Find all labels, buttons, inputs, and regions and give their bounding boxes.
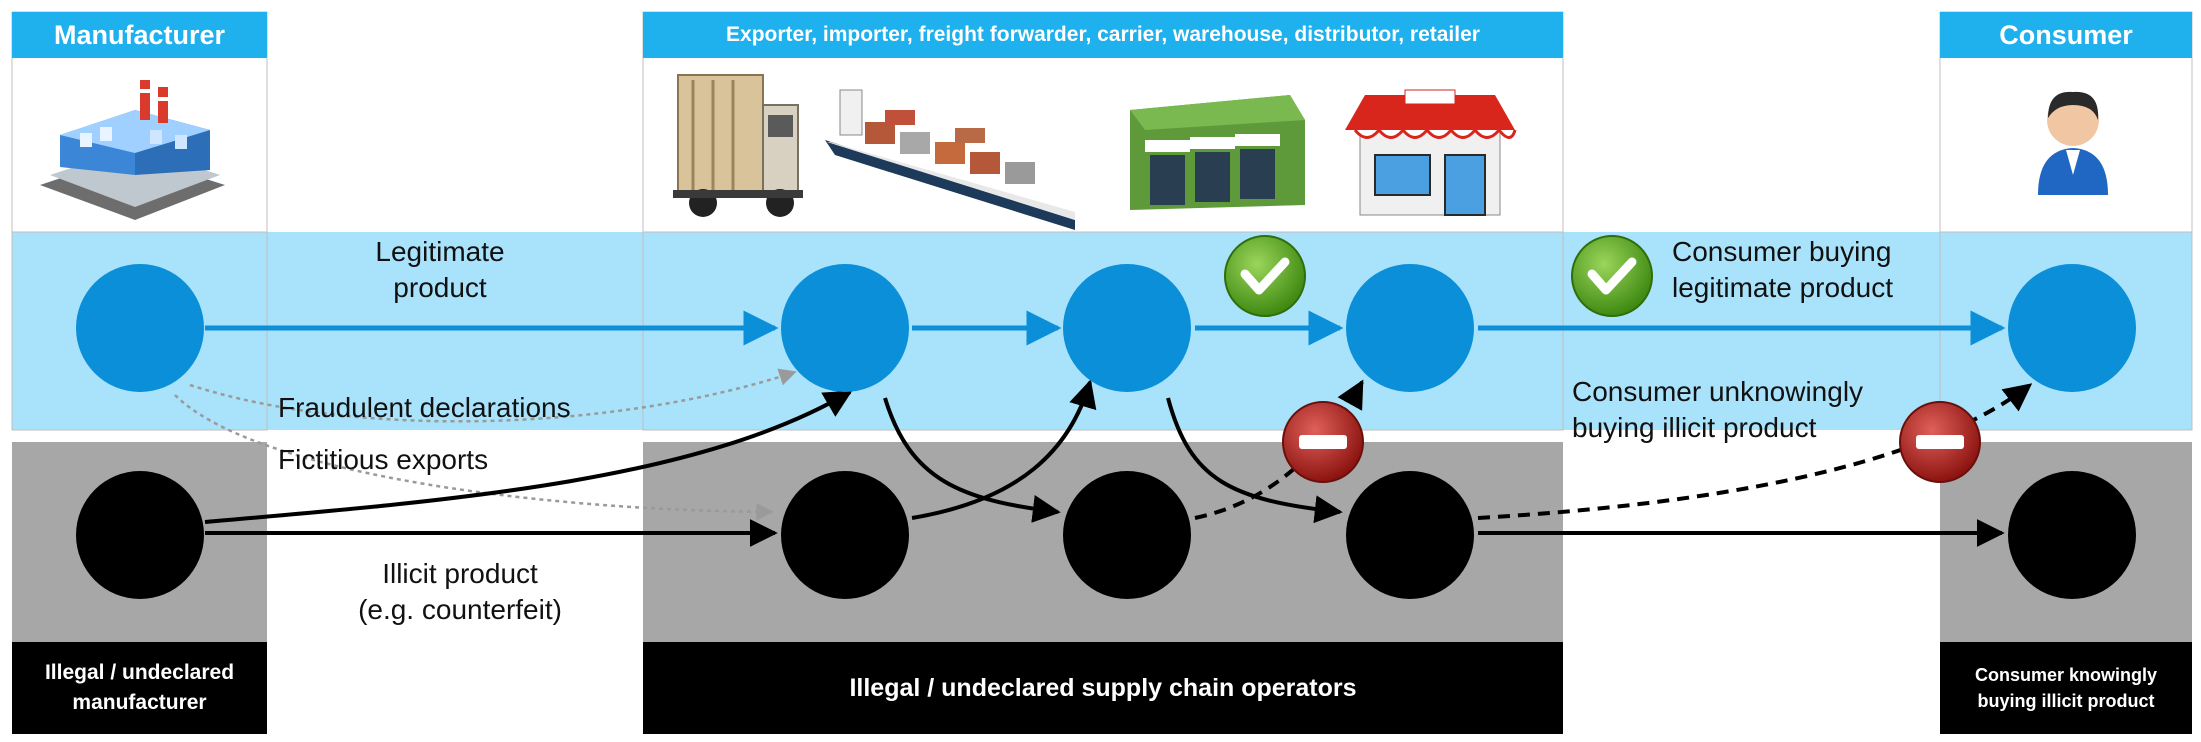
- node-illicit-consumer: [2008, 471, 2136, 599]
- legitimate-product-label: Legitimate product: [375, 236, 505, 303]
- node-illicit-manufacturer: [76, 471, 204, 599]
- no-entry-icon: [1899, 401, 1981, 483]
- manufacturer-header: Manufacturer: [12, 12, 267, 58]
- illicit-product-example-label: (e.g. counterfeit): [358, 594, 562, 625]
- node-illicit-2: [1063, 471, 1191, 599]
- arrow-illicit-dashed-1: [1194, 379, 1364, 520]
- fraudulent-declarations-label: Fraudulent declarations: [278, 392, 571, 423]
- consumer-knowingly-label: Consumer knowingly buying illicit produc…: [1940, 642, 2192, 734]
- node-legit-2: [1063, 264, 1191, 392]
- truck-icon: [673, 74, 803, 217]
- node-illicit-3: [1346, 471, 1474, 599]
- checkmark-icon: [1571, 235, 1653, 317]
- node-illicit-1: [781, 471, 909, 599]
- arrow-illicit-up-1: [204, 390, 853, 524]
- illegal-operators-label: Illegal / undeclared supply chain operat…: [643, 642, 1563, 734]
- illegal-manufacturer-label: Illegal / undeclared manufacturer: [12, 642, 267, 734]
- consumer-buying-legitimate-label: Consumer buying legitimate product: [1672, 236, 1894, 303]
- node-legit-1: [781, 264, 909, 392]
- shop-icon: [1345, 89, 1517, 216]
- operators-header: Exporter, importer, freight forwarder, c…: [643, 12, 1563, 58]
- warehouse-icon: [1130, 95, 1305, 210]
- node-legit-3: [1346, 264, 1474, 392]
- arrow-fraudulent: [189, 368, 797, 423]
- arrow-illicit-down-1: [883, 397, 1061, 523]
- no-entry-icon: [1282, 401, 1364, 483]
- person-icon: [2038, 91, 2108, 195]
- node-legit-consumer: [2008, 264, 2136, 392]
- arrow-illicit-dashed-2: [1477, 383, 2033, 520]
- consumer-header: Consumer: [1940, 12, 2192, 58]
- factory-icon: [40, 80, 225, 220]
- arrow-illicit-down-2: [1166, 397, 1343, 524]
- cargo-ship-icon: [825, 89, 1075, 230]
- illicit-product-label: Illicit product: [382, 558, 538, 589]
- checkmark-icon: [1224, 235, 1306, 317]
- consumer-unknowingly-label: Consumer unknowingly buying illicit prod…: [1572, 376, 1864, 443]
- fictitious-exports-label: Fictitious exports: [278, 444, 489, 475]
- arrow-illicit-up-2: [911, 379, 1097, 520]
- arrow-fictitious: [174, 394, 774, 521]
- node-legit-manufacturer: [76, 264, 204, 392]
